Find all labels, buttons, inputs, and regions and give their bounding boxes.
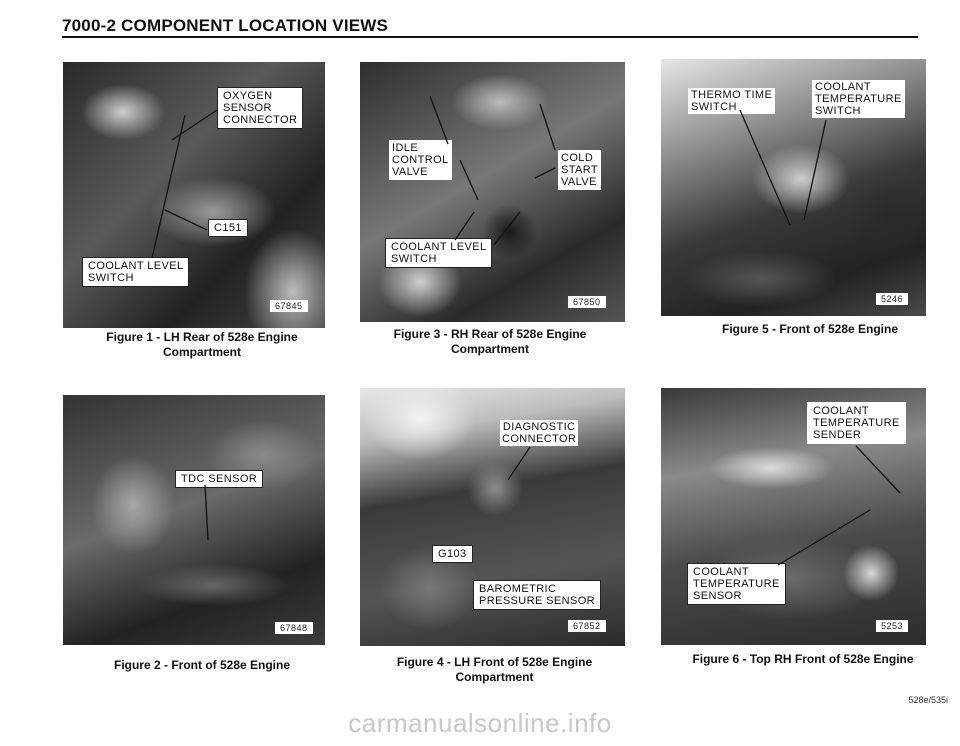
figure-6-photo-number: 5253 xyxy=(876,620,909,632)
figure-3-photo-number: 67850 xyxy=(568,296,606,308)
figure-3-label-coolant-level-switch: COOLANT LEVEL SWITCH xyxy=(385,238,493,268)
figure-1-photo-number: 67845 xyxy=(270,300,308,312)
figure-2-photo-number: 67848 xyxy=(275,622,313,634)
figure-1-label-c151: C151 xyxy=(208,219,248,237)
figure-1-label-coolant-level-switch: COOLANT LEVEL SWITCH xyxy=(82,257,190,287)
figure-6-label-coolant-temperature-sensor: COOLANT TEMPERATURE SENSOR xyxy=(687,563,786,605)
figure-2-label-tdc-sensor: TDC SENSOR xyxy=(175,470,264,488)
header-rule xyxy=(62,36,918,38)
watermark: carmanualsonline.info xyxy=(348,708,612,738)
figure-3-caption: Figure 3 - RH Rear of 528e Engine Compar… xyxy=(393,327,587,356)
figure-5-caption: Figure 5 - Front of 528e Engine xyxy=(721,322,899,336)
page-footer-code: 528e/535i xyxy=(908,695,948,705)
figure-5-label-coolant-temperature-switch: COOLANT TEMPERATURE SWITCH xyxy=(812,80,905,118)
figure-1-label-oxygen-sensor-connector: OXYGEN SENSOR CONNECTOR xyxy=(217,87,304,129)
figure-4-label-barometric-pressure-sensor: BAROMETRIC PRESSURE SENSOR xyxy=(473,580,602,610)
figure-4-label-diagnostic-connector: DIAGNOSTIC CONNECTOR xyxy=(500,420,579,446)
figure-4-caption: Figure 4 - LH Front of 528e Engine Compa… xyxy=(396,655,593,684)
figure-3-photo xyxy=(360,62,625,322)
figure-1-caption: Figure 1 - LH Rear of 528e Engine Compar… xyxy=(106,330,298,359)
figure-4-label-g103: G103 xyxy=(432,545,473,563)
figure-2-photo xyxy=(63,395,325,645)
figure-5-label-thermo-time-switch: THERMO TIME SWITCH xyxy=(688,88,776,114)
page-title: 7000-2 COMPONENT LOCATION VIEWS xyxy=(62,16,389,35)
figure-5-photo-number: 5246 xyxy=(876,293,909,305)
figure-3-label-idle-control-valve: IDLE CONTROL VALVE xyxy=(389,140,452,180)
figure-5-photo xyxy=(661,59,926,316)
figure-4-photo-number: 67852 xyxy=(568,620,606,632)
figure-6-caption: Figure 6 - Top RH Front of 528e Engine xyxy=(692,652,914,666)
figure-6-label-coolant-temperature-sender: COOLANT TEMPERATURE SENDER xyxy=(807,402,906,444)
figure-3-label-cold-start-valve: COLD START VALVE xyxy=(558,150,602,190)
figure-2-caption: Figure 2 - Front of 528e Engine xyxy=(113,658,291,672)
